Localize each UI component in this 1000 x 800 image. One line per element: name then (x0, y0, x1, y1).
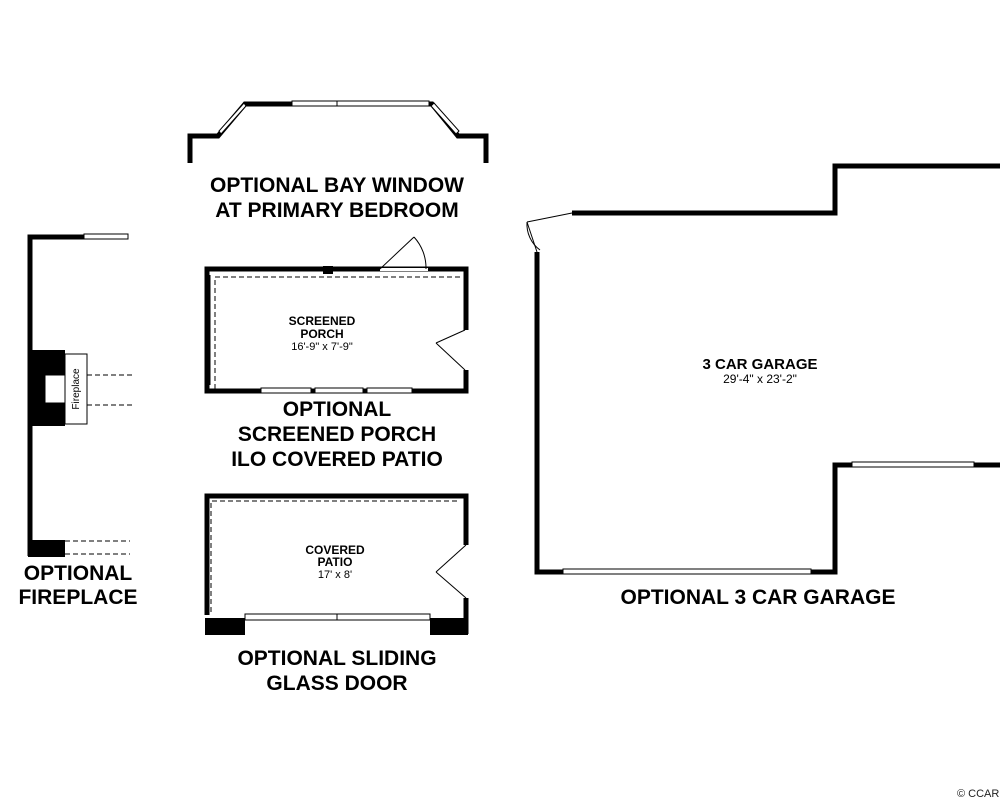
fireplace-label-line2: FIREPLACE (18, 586, 137, 609)
screened-porch-drawing (204, 236, 469, 394)
covered-patio-room-line1: COVERED (305, 543, 365, 557)
covered-patio-room-line2: PATIO (318, 555, 353, 569)
sliding-door-label-line2: GLASS DOOR (266, 672, 407, 695)
copyright: © CCAR (957, 788, 999, 800)
garage-room-name: 3 CAR GARAGE (702, 356, 817, 373)
bay-window-label-line2: AT PRIMARY BEDROOM (215, 199, 458, 222)
screened-porch-room-line2: PORCH (300, 327, 343, 341)
screened-porch-dimensions: 16'-9" x 7'-9" (291, 341, 353, 353)
bay-window-label-line1: OPTIONAL BAY WINDOW (210, 174, 464, 197)
covered-patio-dimensions: 17' x 8' (318, 569, 352, 581)
screened-porch-label-line1: OPTIONAL (283, 398, 392, 421)
garage-label: OPTIONAL 3 CAR GARAGE (621, 586, 896, 609)
garage-dimensions: 29'-4" x 23'-2" (723, 372, 797, 386)
covered-patio-drawing (204, 493, 469, 635)
garage-drawing (526, 163, 1000, 575)
screened-porch-room-line1: SCREENED (289, 314, 356, 328)
fireplace-label-line1: OPTIONAL (24, 562, 133, 585)
screened-porch-label-line3: ILO COVERED PATIO (231, 448, 443, 471)
fireplace-drawing (27, 233, 132, 557)
sliding-door-label-line1: OPTIONAL SLIDING (237, 647, 436, 670)
fireplace-tag: Fireplace (71, 368, 82, 410)
screened-porch-label-line2: SCREENED PORCH (238, 423, 436, 446)
bay-window-drawing (187, 100, 489, 163)
